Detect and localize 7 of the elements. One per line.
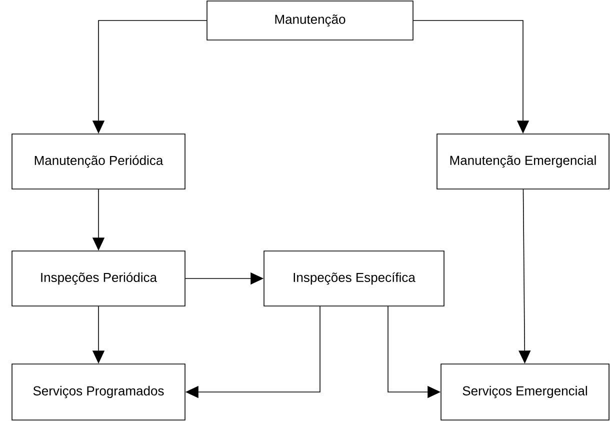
process-box: Manutenção Periódica (12, 134, 186, 190)
process-box: Inspeções Periódica (12, 250, 186, 306)
process-box: Manutenção Emergencial (436, 134, 610, 190)
process-box: Inspeções Específica (264, 250, 444, 306)
process-box: Serviços Programados (12, 364, 186, 420)
process-box: Serviços Emergencial (440, 364, 610, 420)
process-box: Manutenção (206, 0, 414, 40)
